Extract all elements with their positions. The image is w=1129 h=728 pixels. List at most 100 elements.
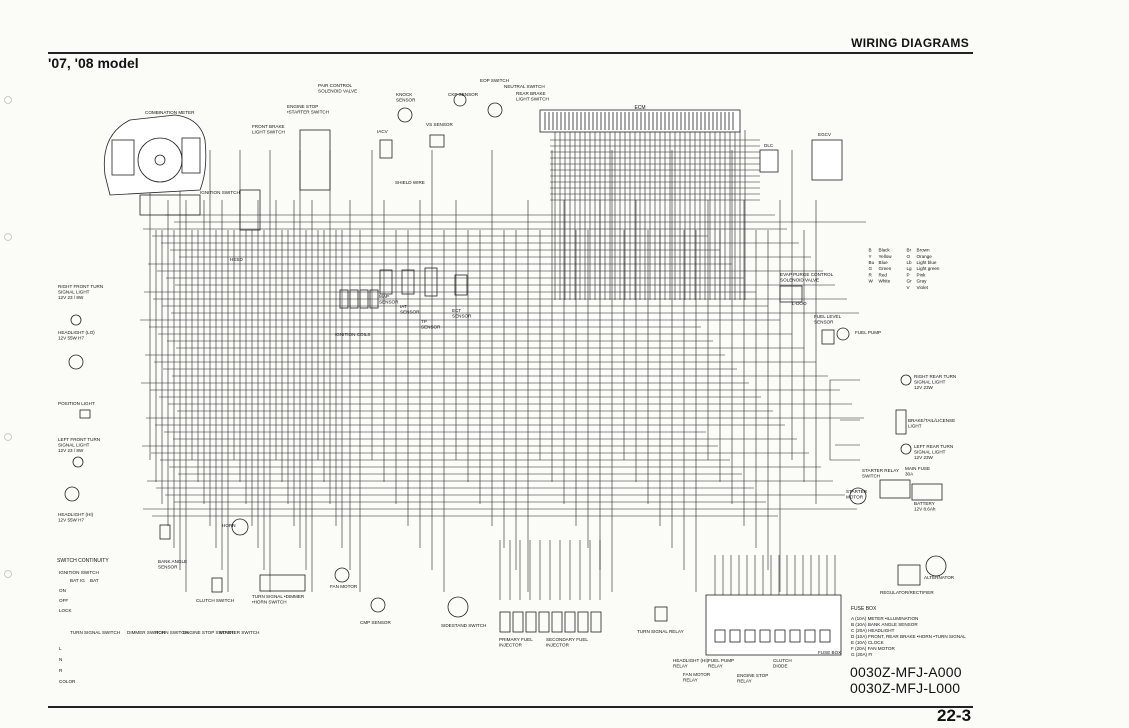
color-legend-cell: Light green <box>917 266 940 271</box>
fuse-legend-item: E (10A) CLOCK <box>851 640 885 645</box>
cmp-sensor-icon <box>370 597 386 613</box>
regulator-label: REGULATOR/RECTIFIER <box>880 590 934 595</box>
alternator-label: ALTERNATOR <box>924 575 955 580</box>
section-header: WIRING DIAGRAMS <box>851 36 969 50</box>
tp-sensor-body <box>424 267 438 297</box>
color-legend-cell: V <box>907 285 911 290</box>
starter-motor-icon <box>849 487 867 505</box>
ignition-coils-label: IGNITION COILS <box>335 332 370 337</box>
dlc-label: DLC <box>764 143 774 148</box>
color-legend-cell: Y <box>869 254 872 259</box>
ignition-table-title: IGNITION SWITCH <box>59 570 99 575</box>
handlebar-table-frame <box>57 628 247 684</box>
ecm-body <box>539 109 741 133</box>
egcv-label: EGCV <box>818 132 832 137</box>
color-legend-cell: Br <box>907 248 912 253</box>
color-legend-cell: Red <box>879 272 888 277</box>
wire <box>829 379 860 461</box>
eop-switch-icon <box>487 102 503 118</box>
components <box>64 93 947 656</box>
color-legend-cell: Blue <box>879 260 889 265</box>
turn-signal-dimmer-label: TURN SIGNAL •DIMMER•HORN SWITCH <box>252 594 305 604</box>
engine-stop-label: ENGINE STOP•STARTER SWITCH <box>287 104 329 114</box>
color-legend-cell: Lb <box>907 260 913 265</box>
color-legend-cell: P <box>907 272 910 277</box>
shield-wire-label: SHIELD WIRE <box>395 180 425 185</box>
iacv-body <box>379 139 393 159</box>
dlc-connector <box>759 149 779 173</box>
switch-continuity-title: SWITCH CONTINUITY <box>57 558 109 564</box>
clutch-switch-body <box>211 577 223 593</box>
hesd-label: HESD <box>230 257 243 262</box>
eop-switch-label: EOP SWITCH <box>480 78 509 83</box>
lr-turn-bulb <box>900 443 912 455</box>
ignition-coil-3 <box>359 289 369 309</box>
horn-label: HORN <box>222 523 236 528</box>
ignition-switch-connector <box>239 189 261 231</box>
handlebar-table-rowlabel: N <box>59 657 62 662</box>
position-light-label: POSITION LIGHT <box>58 401 95 406</box>
fuse-6 <box>789 629 801 643</box>
fan-motor-label: FAN MOTOR <box>330 584 358 589</box>
lf-turn-bulb <box>72 456 84 468</box>
fuse-legend-item: C (20A) HEADLIGHT <box>851 628 895 633</box>
headlight-hi-label: HEADLIGHT (HI)12V 55W H7 <box>58 512 94 522</box>
binder-hole <box>4 433 12 441</box>
injector-8 <box>590 611 602 633</box>
fuse-legend-item: D (10A) FRONT, REAR BRAKE •HORN •TURN SI… <box>851 634 966 639</box>
fuse-box-label: FUSE BOX <box>818 650 841 655</box>
handlebar-table-group: DIMMER SWITCH <box>127 630 165 635</box>
headlight-lo-bulb <box>68 354 84 370</box>
color-legend-cell: W <box>869 279 874 284</box>
iat-sensor-body <box>401 269 415 295</box>
handlebar-table-rowlabel: R <box>59 668 63 673</box>
ignition-coil-4 <box>369 289 379 309</box>
color-legend-cell: Lg <box>907 266 913 271</box>
combination-meter-label: COMBINATION METER <box>145 110 195 115</box>
fuse-legend-title: FUSE BOX <box>851 606 877 612</box>
bank-angle-body <box>159 524 171 540</box>
horn-icon <box>231 518 249 536</box>
ecm-label: ECM <box>634 105 645 111</box>
clutch-switch-label: CLUTCH SWITCH <box>196 598 234 603</box>
fuse-7 <box>804 629 816 643</box>
turn-signal-relay-label: TURN SIGNAL RELAY <box>637 629 684 634</box>
handlebar-table-group: STARTER SWITCH <box>219 630 259 635</box>
fuse-8 <box>819 629 831 643</box>
injector-7 <box>577 611 589 633</box>
meter-connector <box>139 194 201 216</box>
sidestand-label: SIDESTAND SWITCH <box>441 623 486 628</box>
color-legend-cell: Gr <box>907 279 913 284</box>
meter-lcd-right <box>181 137 201 174</box>
fuel-pump-label: FUEL PUMP <box>855 330 881 335</box>
evap-valve-body <box>779 285 803 303</box>
handlebar-table-rowlabel: COLOR <box>59 679 76 684</box>
injector-4 <box>538 611 550 633</box>
ckp-sensor-label: CKP SENSOR <box>448 92 479 97</box>
headlight-lo-label: HEADLIGHT (LO)12V 55W H7 <box>58 330 95 340</box>
injector-5 <box>551 611 563 633</box>
ignition-table-row: LOCK <box>59 608 72 613</box>
injector-2 <box>512 611 524 633</box>
binder-hole <box>4 233 12 241</box>
sidestand-icon <box>447 596 469 618</box>
